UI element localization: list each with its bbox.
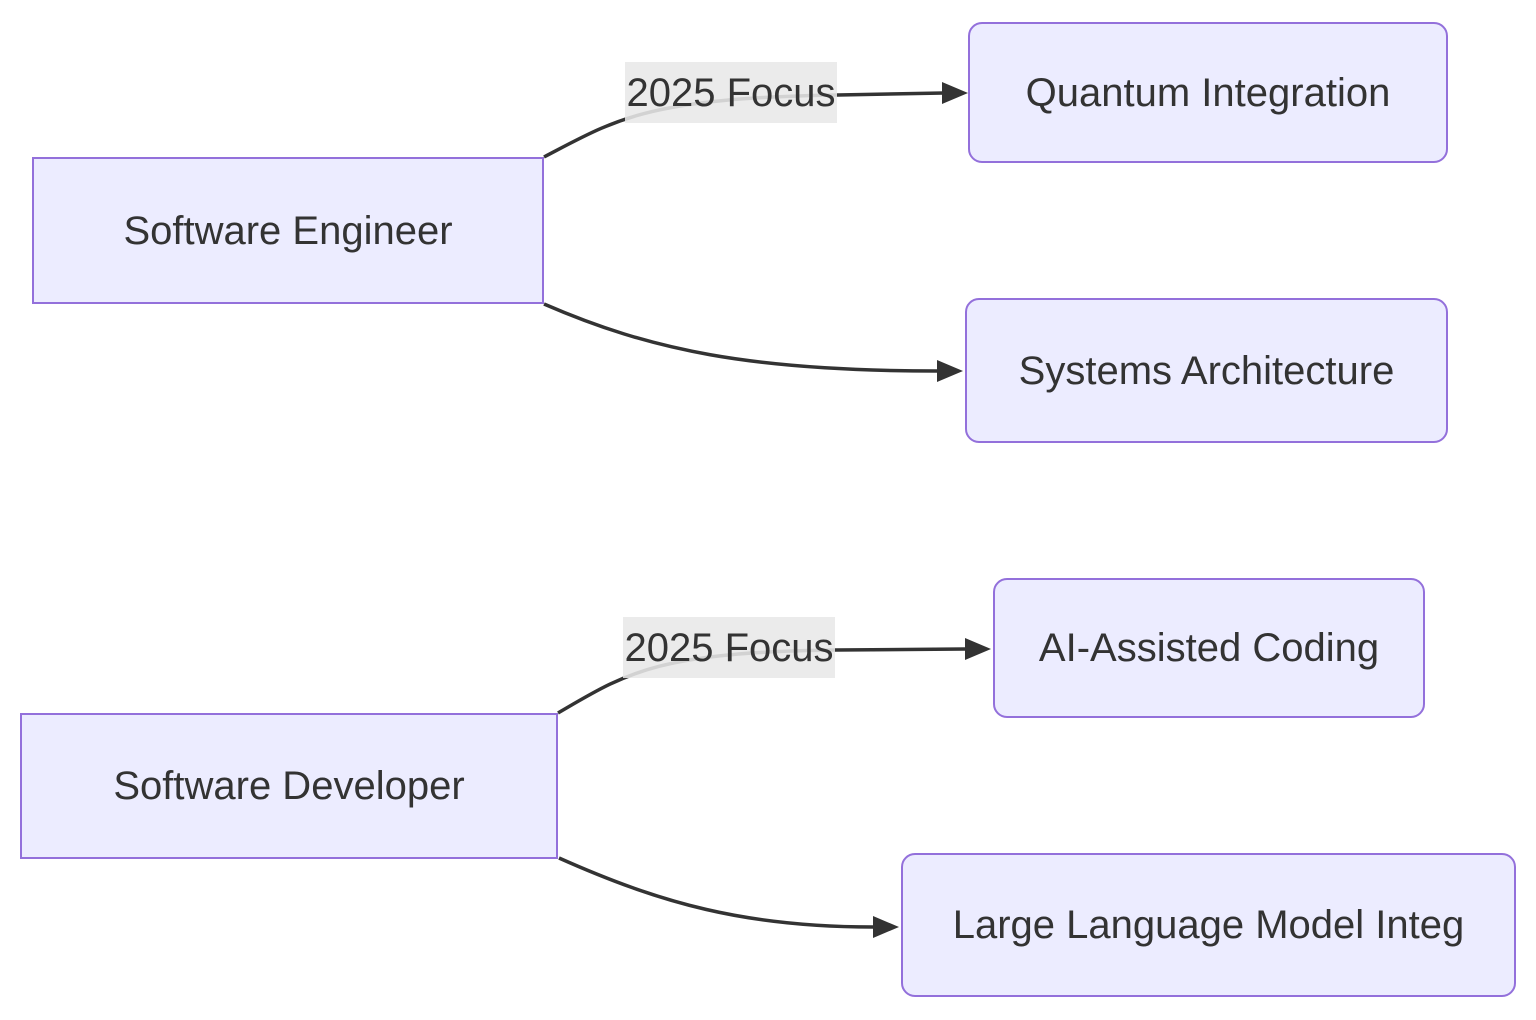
node-ai-assisted-coding: AI-Assisted Coding — [993, 578, 1425, 718]
arrowhead-icon — [942, 82, 968, 104]
edge-engineer-to-systems — [543, 302, 963, 382]
node-software-developer: Software Developer — [20, 713, 558, 859]
arrowhead-icon — [873, 916, 899, 938]
arrowhead-icon — [937, 360, 963, 382]
node-software-engineer: Software Engineer — [32, 157, 544, 304]
node-quantum-integration: Quantum Integration — [968, 22, 1448, 163]
edge-label-2025-focus-top: 2025 Focus — [625, 62, 837, 123]
edge-developer-to-llm — [558, 856, 899, 938]
edge-label-2025-focus-bottom: 2025 Focus — [623, 617, 835, 678]
node-systems-architecture: Systems Architecture — [965, 298, 1448, 443]
node-llm-integ: Large Language Model Integ — [901, 853, 1516, 997]
arrowhead-icon — [965, 638, 991, 660]
